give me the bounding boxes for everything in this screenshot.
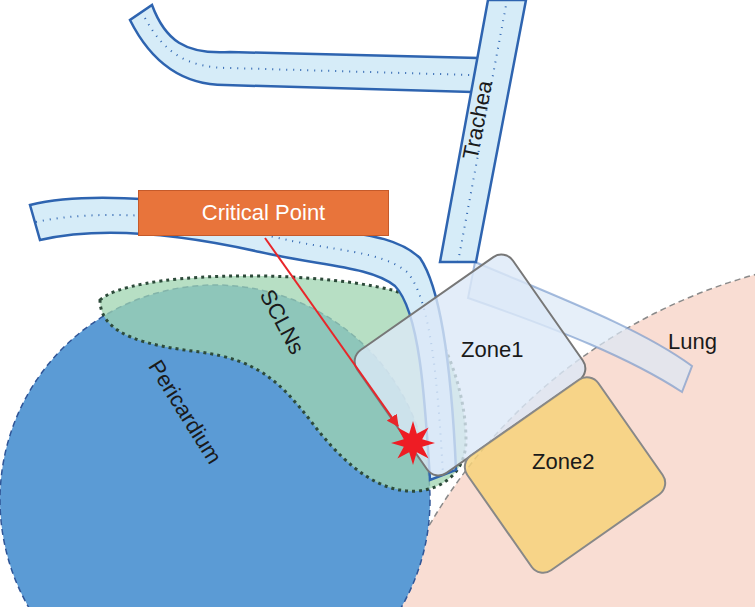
- label-text: Trachea: [458, 78, 499, 161]
- label-text: Lung: [668, 329, 717, 355]
- cartilage-rings: [145, 18, 472, 75]
- trachea-tube: [440, 0, 526, 262]
- organ-label: Lung: [668, 329, 717, 355]
- airway-tube: [130, 5, 478, 92]
- label-text: Zone1: [461, 337, 523, 363]
- label-text: Pericardium: [143, 355, 227, 468]
- label-text: Critical Point: [153, 200, 374, 226]
- organ-label: Trachea: [458, 78, 499, 161]
- label-text: Zone2: [532, 449, 594, 475]
- zone-box: [459, 372, 670, 578]
- cartilage-rings: [458, 0, 507, 262]
- critical-star: [391, 421, 435, 465]
- organ-label: Pericardium: [143, 355, 227, 468]
- label-text: SCLNs: [254, 285, 310, 359]
- zone-label: Zone1: [461, 337, 523, 363]
- region-label: SCLNs: [254, 285, 310, 359]
- callout-box: Critical Point: [138, 190, 389, 236]
- zone-label: Zone2: [532, 449, 594, 475]
